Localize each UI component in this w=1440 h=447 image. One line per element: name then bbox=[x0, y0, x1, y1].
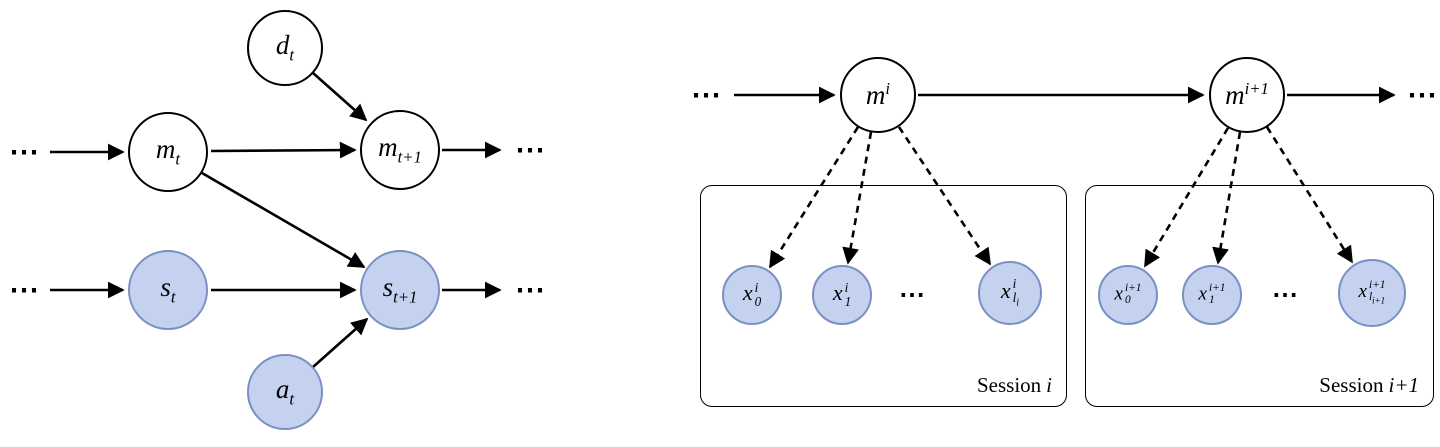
node-x1-i1-base: x bbox=[1198, 283, 1207, 305]
edge-m-i-to-xl-i bbox=[897, 126, 992, 266]
node-x0-i1-base: x bbox=[1114, 283, 1123, 305]
node-m-t1-sub: t+1 bbox=[397, 147, 422, 167]
node-m-i1-label: mi+1 bbox=[1225, 79, 1269, 110]
ellipsis-left-s-row: ⋯ bbox=[9, 273, 39, 308]
ellipsis-session-i: ⋯ bbox=[899, 280, 925, 310]
node-d-t-label: dt bbox=[275, 29, 295, 65]
session-i1-label-prefix: Session bbox=[1319, 373, 1384, 397]
node-m-i1: mi+1 bbox=[1209, 57, 1285, 133]
ellipsis-right-m-row: ⋯ bbox=[515, 133, 545, 168]
node-s-t1-label: st+1 bbox=[382, 271, 418, 307]
edge-d-t-to-m-t1 bbox=[312, 72, 368, 122]
node-x1-i1-sub: 1 bbox=[1208, 294, 1215, 306]
node-m-i1-base: m bbox=[1225, 80, 1245, 110]
node-m-t1: mt+1 bbox=[360, 110, 440, 190]
node-m-t-sub: t bbox=[175, 149, 181, 169]
node-s-t1-base: s bbox=[382, 271, 394, 302]
edge-m-i1-to-x1-i1 bbox=[1212, 131, 1242, 265]
edge-a-t-to-s-t1 bbox=[312, 317, 369, 368]
node-xl-i1-sub: li+1 bbox=[1368, 291, 1386, 306]
edge-m-i-to-x0-i bbox=[768, 126, 860, 269]
node-xl-i1-sub-sub: i+1 bbox=[1372, 295, 1386, 306]
node-m-t1-label: mt+1 bbox=[378, 131, 422, 167]
node-m-i: mi bbox=[840, 57, 916, 133]
node-d-t-base: d bbox=[275, 29, 290, 60]
edge-m-i1-to-x0-i1 bbox=[1143, 127, 1230, 268]
node-x1-i-sub: 1 bbox=[844, 294, 852, 309]
node-s-t-base: s bbox=[160, 271, 171, 302]
node-xl-i-sub-sub: i bbox=[1016, 297, 1020, 309]
node-m-i-sup: i bbox=[885, 79, 891, 98]
node-xl-i-base: x bbox=[1000, 278, 1011, 304]
node-x1-i-sup: i bbox=[844, 280, 849, 296]
node-xl-i1-sup: i+1 bbox=[1368, 279, 1386, 292]
session-i1-label-var: i+1 bbox=[1388, 373, 1419, 397]
edge-m-i1-to-xl-i1 bbox=[1265, 126, 1354, 264]
node-a-t-label: at bbox=[275, 373, 295, 409]
node-s-t: st bbox=[128, 250, 208, 330]
node-x0-i-sub: 0 bbox=[754, 294, 762, 309]
node-a-t-base: a bbox=[275, 373, 290, 404]
node-s-t-label: st bbox=[160, 271, 176, 307]
node-x0-i-sup: i bbox=[754, 280, 759, 296]
node-s-t-sub: t bbox=[170, 287, 176, 307]
node-x0-i1-sup: i+1 bbox=[1124, 282, 1142, 295]
session-i-label-var: i bbox=[1046, 373, 1052, 397]
session-i-label-prefix: Session bbox=[976, 373, 1042, 397]
ellipsis-right-s-row: ⋯ bbox=[515, 273, 545, 308]
ellipsis-left-memory-chain: ⋯ bbox=[691, 78, 721, 113]
node-a-t: at bbox=[247, 354, 323, 430]
node-d-t: dt bbox=[247, 10, 323, 86]
node-m-t-base: m bbox=[155, 133, 176, 164]
node-m-i1-sup: i+1 bbox=[1244, 79, 1269, 98]
node-xl-i-sup: i bbox=[1012, 275, 1017, 291]
node-x0-i1-sub: 0 bbox=[1124, 294, 1131, 306]
node-m-t-label: mt bbox=[155, 133, 181, 169]
node-m-t: mt bbox=[128, 112, 208, 192]
node-s-t1-sub: t+1 bbox=[393, 287, 418, 307]
node-m-t1-base: m bbox=[378, 131, 398, 162]
node-xl-i1-base: x bbox=[1358, 281, 1367, 303]
node-a-t-sub: t bbox=[289, 389, 295, 409]
node-m-i-base: m bbox=[865, 80, 886, 110]
node-xl-i1-sub-base: l bbox=[1368, 291, 1373, 304]
edge-m-t-to-m-t1 bbox=[210, 141, 357, 159]
ellipsis-session-i1: ⋯ bbox=[1272, 280, 1298, 310]
edge-m-i-to-x1-i bbox=[842, 131, 873, 265]
node-d-t-sub: t bbox=[289, 45, 295, 65]
node-xl-i-sub: li bbox=[1012, 289, 1020, 309]
node-s-t1: st+1 bbox=[360, 250, 440, 330]
ellipsis-right-memory-chain: ⋯ bbox=[1407, 78, 1437, 113]
node-x0-i-base: x bbox=[742, 280, 753, 306]
node-x1-i1-sup: i+1 bbox=[1208, 282, 1226, 295]
node-xl-i-sub-base: l bbox=[1012, 289, 1017, 305]
ellipsis-left-m-row: ⋯ bbox=[9, 135, 39, 170]
edge-m-t-to-s-t1 bbox=[201, 171, 366, 269]
node-x1-i-base: x bbox=[832, 280, 843, 306]
node-m-i-label: mi bbox=[865, 79, 891, 110]
